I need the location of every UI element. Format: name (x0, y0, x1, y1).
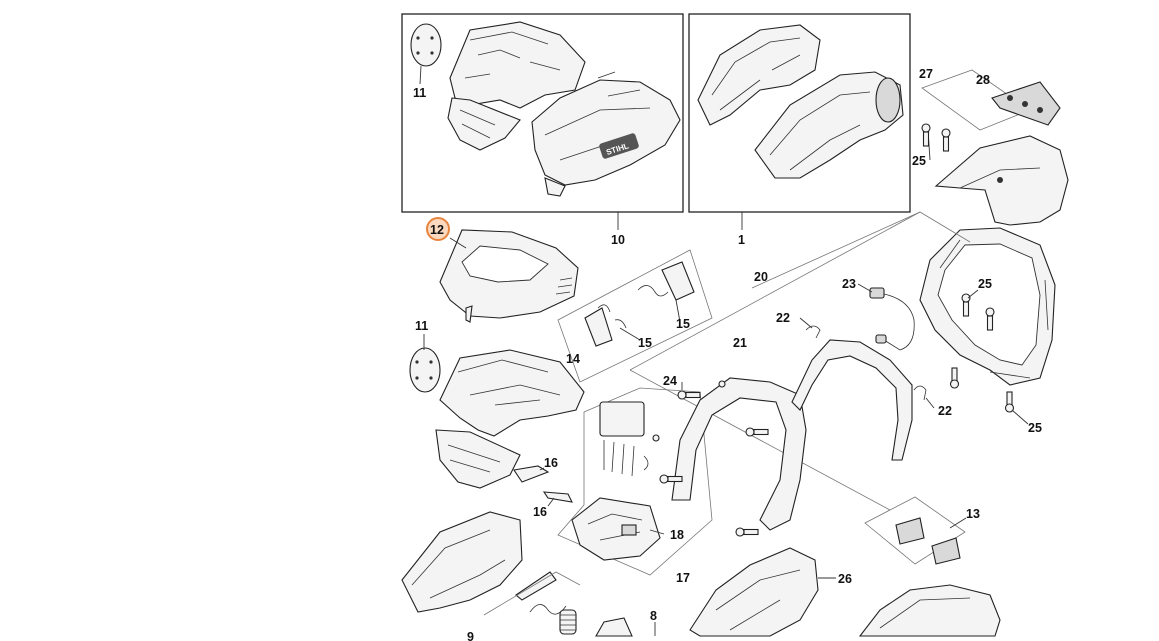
screw-25c (1004, 391, 1015, 413)
guide-long-2 (629, 369, 891, 511)
handle-frame (919, 227, 1056, 386)
callout-25-lower[interactable]: 25 (1028, 421, 1042, 435)
callout-22-lower[interactable]: 22 (938, 404, 952, 418)
callout-9[interactable]: 9 (467, 630, 474, 641)
seal-11-inset (410, 23, 442, 67)
lever-part (515, 571, 557, 601)
switch-housing-18 (571, 497, 661, 561)
callout-15-right[interactable]: 15 (676, 317, 690, 331)
screw-24 (677, 390, 701, 400)
inset-box-10 (401, 13, 684, 213)
callout-24[interactable]: 24 (663, 374, 677, 388)
shroud-12 (439, 229, 579, 323)
clip-22b (913, 385, 927, 401)
blade-guard-26 (689, 547, 819, 637)
seal-11-lower (409, 347, 441, 393)
callout-20[interactable]: 20 (754, 270, 768, 284)
inset-box-1 (688, 13, 911, 213)
callout-27[interactable]: 27 (919, 67, 933, 81)
callout-23[interactable]: 23 (842, 277, 856, 291)
spring-clip-15 (584, 261, 695, 347)
callout-11-lower[interactable]: 11 (415, 319, 428, 333)
screw-25a (921, 123, 951, 152)
guide-20 (751, 211, 921, 289)
callout-8[interactable]: 8 (650, 609, 657, 623)
callout-16-lower[interactable]: 16 (533, 505, 547, 519)
switch-module (599, 401, 660, 477)
callout-16-top[interactable]: 16 (544, 456, 558, 470)
coil-spring (559, 609, 577, 635)
callout-17[interactable]: 17 (676, 571, 690, 585)
loop-handle (671, 377, 807, 531)
callout-labels: 11 10 1 27 28 25 12 20 23 25 22 11 15 15… (413, 67, 1042, 641)
callout-12[interactable]: 12 (430, 223, 444, 237)
pads-13 (895, 517, 961, 565)
front-handle-bar (791, 339, 913, 461)
bottom-right-housing (858, 584, 1001, 637)
handle-housing-inset (697, 24, 904, 179)
callout-15-lower[interactable]: 15 (638, 336, 652, 350)
housing-lower-inset: STIHL (531, 71, 681, 197)
screw-25c-left (949, 367, 960, 389)
callout-13[interactable]: 13 (966, 507, 980, 521)
screws-handle (659, 427, 769, 537)
callout-25-top[interactable]: 25 (912, 154, 926, 168)
callout-12-highlight-ring (426, 217, 450, 241)
guide-14 (557, 249, 713, 383)
cover-28 (991, 81, 1061, 126)
bottom-part-8 (595, 617, 633, 637)
callout-28[interactable]: 28 (976, 73, 990, 87)
callout-14[interactable]: 14 (566, 352, 580, 366)
engine-housing (435, 349, 585, 489)
callout-25-mid[interactable]: 25 (978, 277, 992, 291)
cable-23 (869, 287, 915, 351)
handle-housing-lower (401, 511, 523, 613)
callout-18[interactable]: 18 (670, 528, 684, 542)
callout-11-top[interactable]: 11 (413, 86, 426, 100)
callout-22-top[interactable]: 22 (776, 311, 790, 325)
guide-13 (864, 496, 966, 565)
callout-1[interactable]: 1 (738, 233, 745, 247)
clip-22a (805, 325, 821, 339)
housing-upper-inset (447, 21, 586, 151)
guide-9 (483, 571, 581, 616)
bracket-16b (542, 491, 573, 503)
guide-17 (557, 387, 713, 576)
callout-26[interactable]: 26 (838, 572, 852, 586)
callout-21[interactable]: 21 (733, 336, 747, 350)
screws-25b (961, 293, 995, 331)
callout-10[interactable]: 10 (611, 233, 625, 247)
bracket-16a (513, 465, 550, 483)
hand-guard (934, 135, 1069, 226)
